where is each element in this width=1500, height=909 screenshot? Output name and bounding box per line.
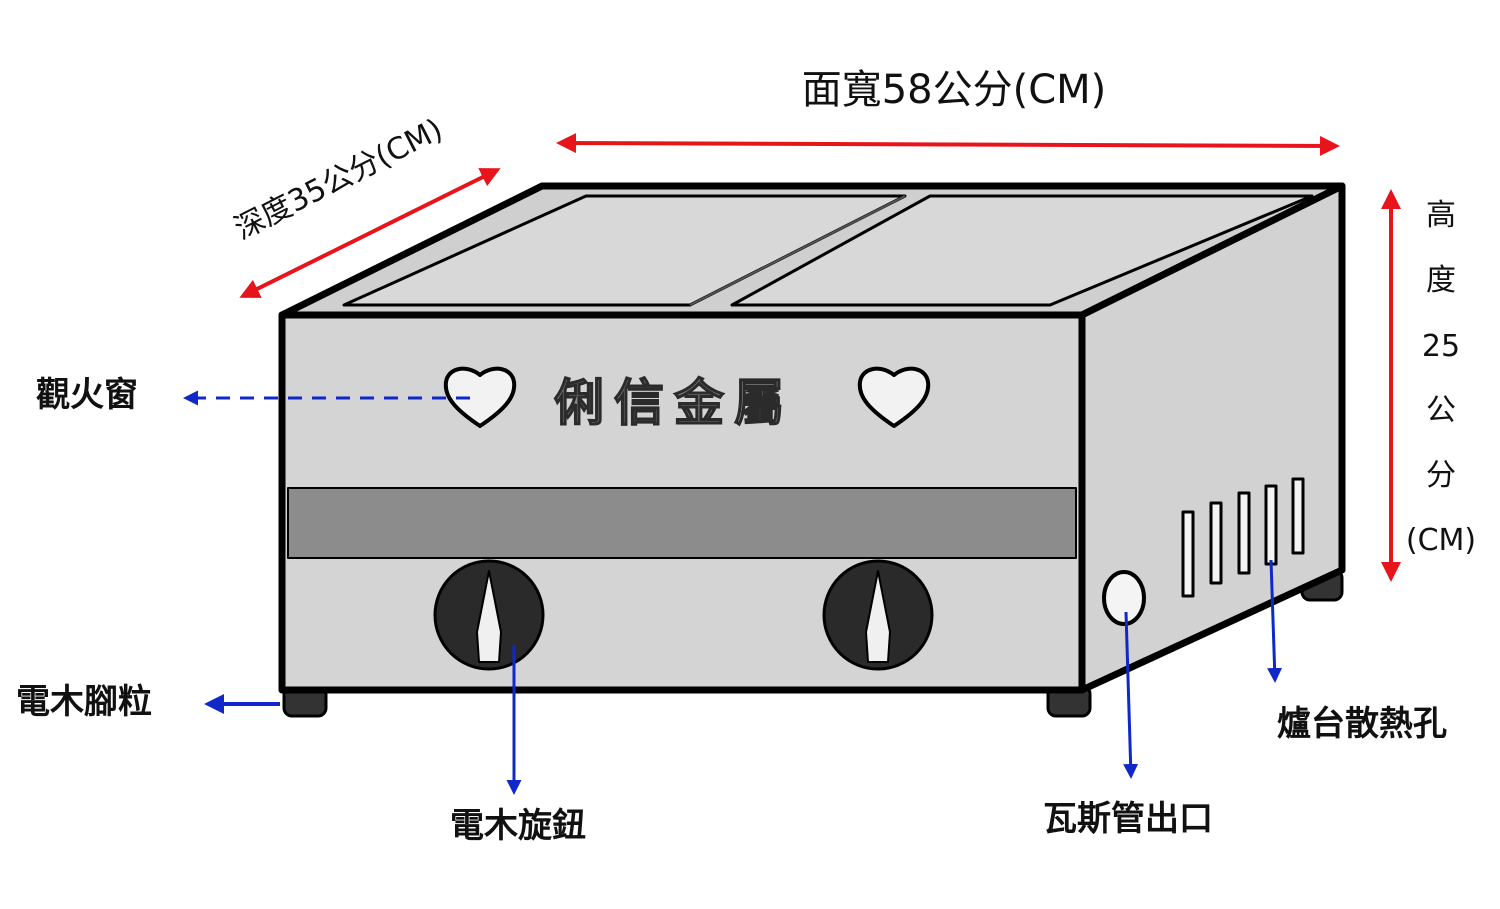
appliance-body — [278, 182, 1346, 718]
vents-arrow — [1267, 559, 1283, 683]
viewing-window-left-icon — [443, 366, 517, 428]
front-band — [287, 487, 1077, 559]
height-label-line: 公 — [1426, 393, 1456, 428]
viewing-window-label: 觀火窗 — [36, 375, 138, 415]
gas-outlet-arrow — [1123, 611, 1139, 779]
brand-text: 俐信金屬 — [554, 373, 794, 432]
width-label: 面寬58公分(CM) — [802, 67, 1107, 113]
viewing-window-right-icon — [857, 366, 931, 428]
depth-label: 深度35公分(CM) — [229, 112, 448, 247]
width-arrow — [556, 133, 1340, 156]
top-tray-right — [730, 194, 1314, 307]
height-label-line: 高 — [1426, 198, 1456, 233]
height-label-line: 25 — [1422, 329, 1460, 364]
height-label: 高 度 25 公 分 (CM) — [1406, 198, 1476, 558]
height-label-line: 度 — [1426, 263, 1456, 298]
feet-label: 電木腳粒 — [16, 682, 152, 722]
gas-outlet-label: 瓦斯管出口 — [1043, 799, 1213, 839]
gas-outlet-icon — [1102, 570, 1146, 626]
top-divider — [689, 195, 906, 306]
knob-right-icon — [822, 559, 934, 671]
height-label-line: 分 — [1426, 458, 1456, 493]
depth-arrow — [239, 168, 501, 298]
knob-label: 電木旋鈕 — [450, 806, 586, 846]
knob-left-icon — [433, 559, 545, 671]
vents-label: 爐台散熱孔 — [1277, 704, 1447, 744]
height-label-line: (CM) — [1406, 523, 1476, 558]
vents-icon — [1181, 477, 1305, 598]
